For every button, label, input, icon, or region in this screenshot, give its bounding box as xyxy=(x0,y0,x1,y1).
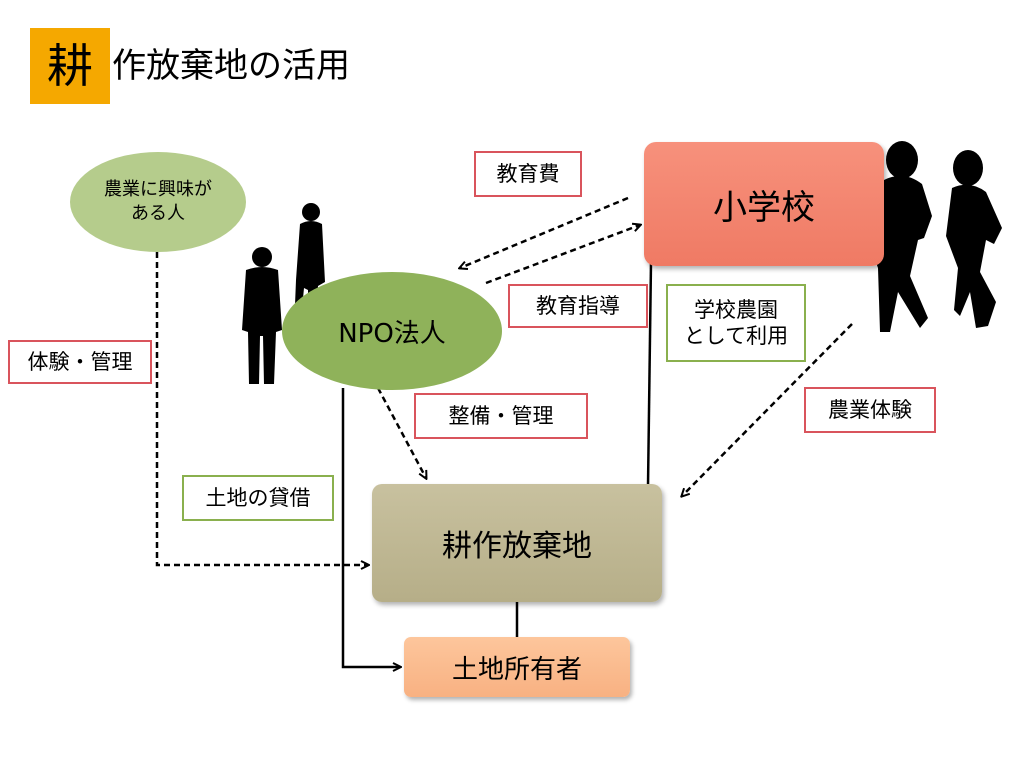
node-interested-person-line1: 農業に興味が xyxy=(104,179,212,200)
node-abandoned-land: 耕作放棄地 xyxy=(372,484,662,602)
arrow-maintenance xyxy=(376,387,426,478)
node-landowner: 土地所有者 xyxy=(404,637,630,697)
node-npo: NPO法人 xyxy=(282,272,502,390)
label-farming-experience: 農業体験 xyxy=(804,387,936,433)
node-landowner-label: 土地所有者 xyxy=(451,654,582,685)
arrow-npo-to-owner xyxy=(341,388,400,667)
line-school-land xyxy=(646,261,653,487)
arrow-experience-management xyxy=(155,252,368,565)
arrow-farming-experience xyxy=(682,323,853,496)
title-accent-kanji: 耕 xyxy=(30,28,110,104)
label-education-cost: 教育費 xyxy=(474,151,582,197)
page-title: 作放棄地の活用 xyxy=(112,46,350,86)
node-school: 小学校 xyxy=(644,142,884,266)
label-education-guidance: 教育指導 xyxy=(508,284,648,328)
node-interested-person: 農業に興味が ある人 xyxy=(70,152,246,252)
adult-silhouette-icon xyxy=(242,247,282,384)
label-maintenance-management: 整備・管理 xyxy=(414,393,588,439)
running-child-silhouette-icon xyxy=(946,150,1002,328)
label-experience-management: 体験・管理 xyxy=(8,340,152,384)
label-land-lease: 土地の貸借 xyxy=(182,475,334,521)
label-school-farm-line1: 学校農園 xyxy=(694,298,778,322)
arrow-education-cost xyxy=(460,196,629,268)
node-school-label: 小学校 xyxy=(713,187,815,228)
label-school-farm: 学校農園 として利用 xyxy=(666,284,806,362)
arrow-education-guidance xyxy=(485,225,640,285)
node-interested-person-line2: ある人 xyxy=(131,203,185,224)
node-npo-label: NPO法人 xyxy=(338,318,446,349)
label-school-farm-line2: として利用 xyxy=(683,324,789,348)
node-abandoned-land-label: 耕作放棄地 xyxy=(442,529,592,564)
